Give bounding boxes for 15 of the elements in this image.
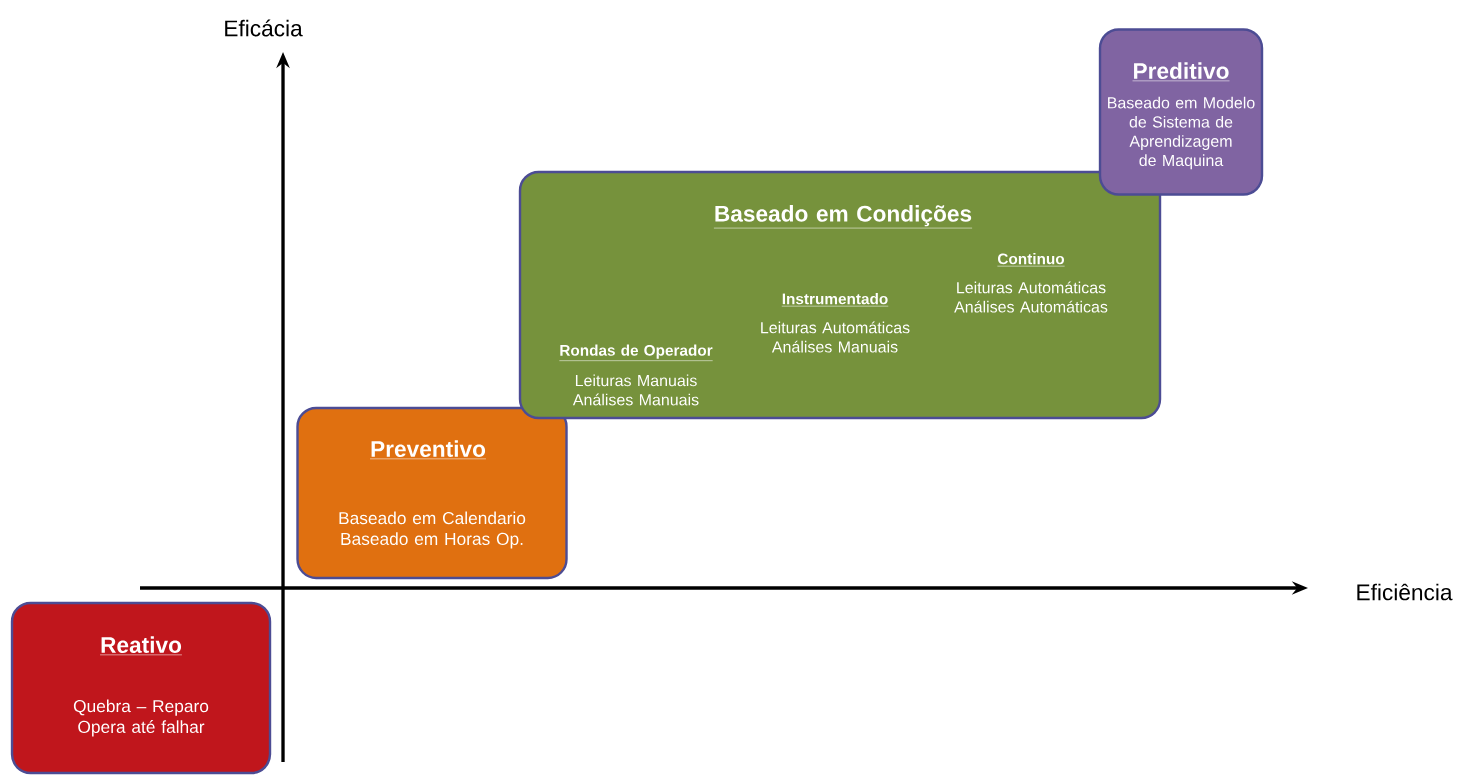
axis-label: Eficácia: [225, 19, 303, 37]
sub-heading: Instrumentado: [781, 293, 889, 307]
box-text: Leituras Automáticas Análises Manuais: [761, 321, 910, 353]
box-text: Baseado em Calendario Baseado em Horas Op.: [339, 511, 526, 549]
box-heading: Preventivo: [369, 440, 487, 460]
box-heading: Reativo: [99, 636, 183, 656]
box-heading: Preditivo: [1132, 62, 1230, 82]
axis-label: Eficiência: [1357, 583, 1453, 601]
box-text: Leituras Manuais Análises Manuais: [572, 374, 699, 406]
box-heading: Baseado em Condições: [713, 205, 973, 229]
box-text: Leituras Automáticas Análises Automáticas: [954, 281, 1108, 313]
box-text: Baseado em Modelo de Sistema de Aprendizagem de Maquina: [1108, 96, 1255, 170]
sub-heading: Rondas de Operador: [559, 344, 713, 361]
box-text: Quebra – Reparo Opera até falhar: [73, 699, 209, 737]
sub-heading: Continuo: [997, 253, 1065, 267]
